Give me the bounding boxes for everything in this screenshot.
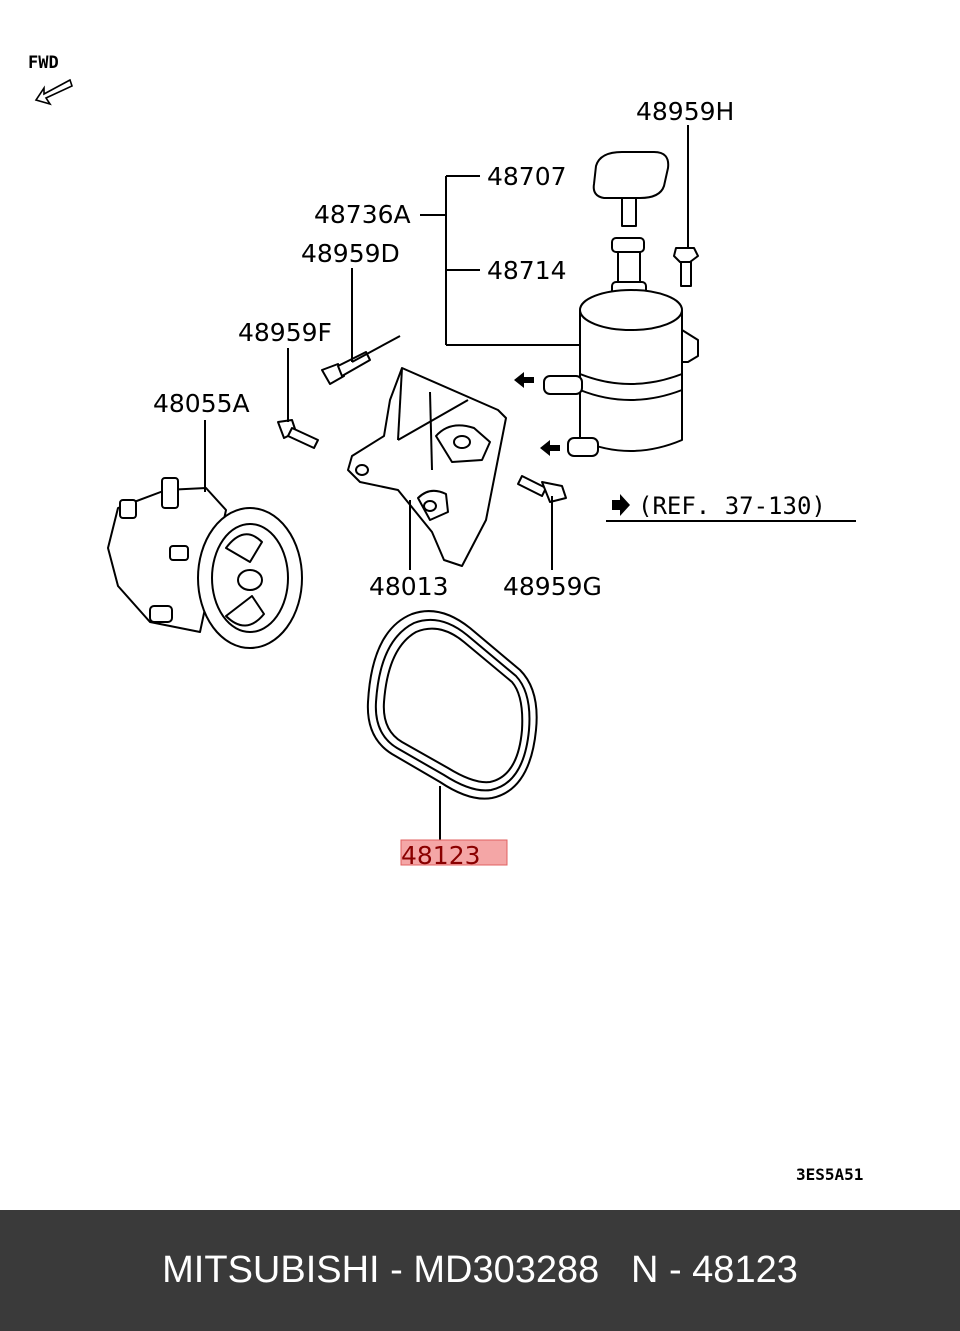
bolt-48959D xyxy=(321,351,371,385)
reservoir-tank xyxy=(514,289,699,457)
diagram-code: 3ES5A51 xyxy=(796,1165,863,1184)
fwd-arrow-icon xyxy=(34,78,73,106)
bolt-48959F xyxy=(277,419,319,449)
highlight-box xyxy=(400,839,508,866)
fwd-label: FWD xyxy=(28,53,59,73)
flow-arrow-icon xyxy=(540,440,560,456)
flow-arrow-icon xyxy=(514,372,534,388)
caption-text: MITSUBISHI - MD303288 N - 48123 xyxy=(162,1249,798,1291)
reference-text: (REF. 37-130) xyxy=(638,492,826,520)
leader-lines xyxy=(204,125,689,840)
power-steering-pump xyxy=(107,477,303,649)
reference-arrow-icon xyxy=(612,494,630,516)
callout-48707: 48707 xyxy=(487,162,567,191)
callout-48013: 48013 xyxy=(369,572,449,601)
reference-note: (REF. 37-130) xyxy=(606,492,856,522)
bolt-48959G xyxy=(517,475,567,503)
drive-belt xyxy=(366,610,538,800)
callout-48736A: 48736A xyxy=(314,200,411,229)
callout-48959D: 48959D xyxy=(301,239,400,268)
callout-48959H: 48959H xyxy=(636,97,734,126)
highlighted-callout: 48123 xyxy=(400,839,508,870)
callout-48055A: 48055A xyxy=(153,389,250,418)
callout-48714: 48714 xyxy=(487,256,567,285)
fwd-indicator: FWD xyxy=(28,53,73,106)
caption-bar: MITSUBISHI - MD303288 N - 48123 xyxy=(0,1210,960,1331)
pump-bracket xyxy=(347,367,507,567)
callout-48959G: 48959G xyxy=(503,572,602,601)
bolt-48959H xyxy=(673,247,699,287)
callout-48123: 48123 xyxy=(401,841,481,870)
reservoir-cap xyxy=(592,151,670,227)
callout-48959F: 48959F xyxy=(238,318,332,347)
parts-diagram: FWD xyxy=(28,53,863,1184)
